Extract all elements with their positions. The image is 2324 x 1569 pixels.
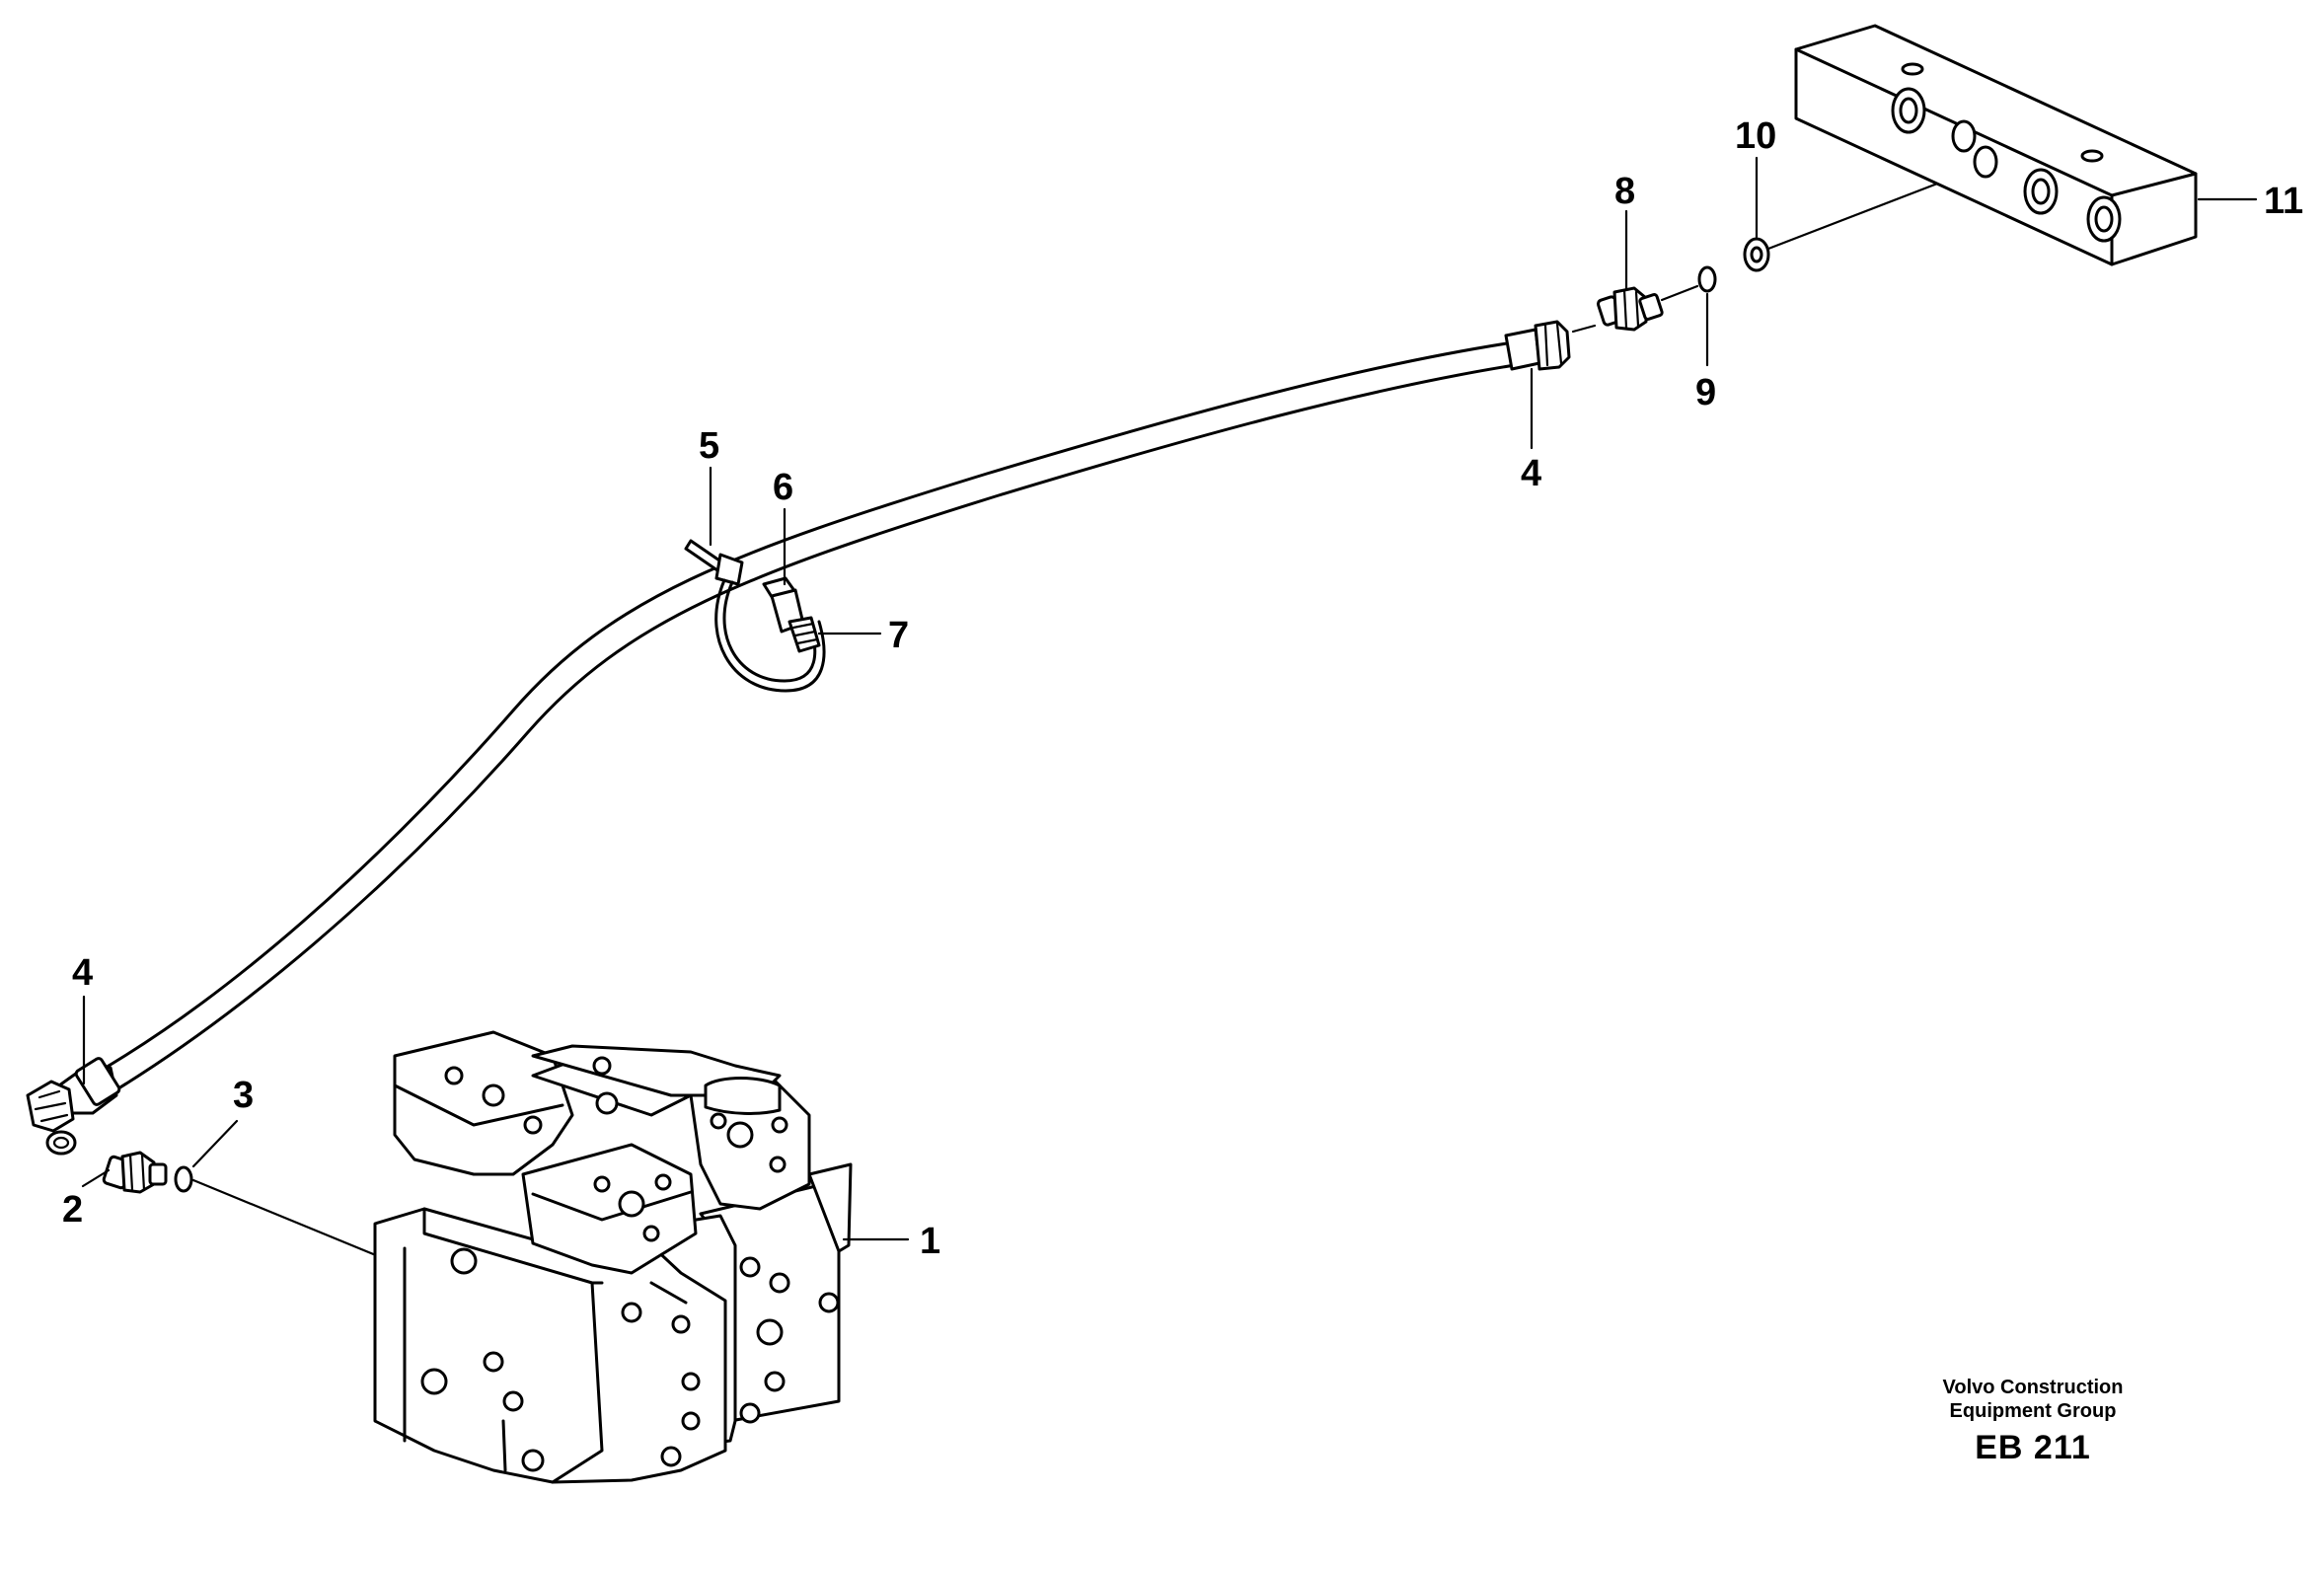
- publisher-name-line-1: Volvo Construction: [1942, 1377, 2124, 1398]
- callout-2: 2: [62, 1189, 83, 1231]
- cable-tie: [684, 539, 826, 693]
- callout-8: 8: [1614, 171, 1635, 212]
- callout-4-lower: 4: [72, 952, 93, 994]
- callout-labels: 1 2 3 4 4 5 6 7 8 9 10 11: [62, 115, 2303, 1262]
- callout-11: 11: [2264, 181, 2303, 222]
- distribution-manifold-block: [1794, 24, 2198, 266]
- hydraulic-hose: [97, 339, 1530, 1095]
- adapter-nipple-upper: [1596, 286, 1664, 332]
- publisher-name-line-2: Equipment Group: [1949, 1400, 2117, 1422]
- callout-10: 10: [1735, 115, 1776, 157]
- callout-9: 9: [1695, 372, 1716, 413]
- publisher-footer: Volvo Construction Equipment Group EB 21…: [1875, 1376, 2191, 1467]
- adapter-nipple-lower: [102, 1151, 168, 1194]
- control-valve-block: [373, 1030, 853, 1484]
- callout-6: 6: [773, 467, 793, 508]
- sealing-washer: [1743, 237, 1770, 272]
- hose-clamp: [762, 576, 821, 653]
- callout-3: 3: [233, 1075, 254, 1116]
- o-ring-upper: [1697, 265, 1717, 293]
- leader-lines: [81, 156, 2258, 1241]
- o-ring-lower: [174, 1165, 193, 1193]
- diagram-code: EB 211: [1975, 1429, 2091, 1466]
- callout-4-upper: 4: [1521, 453, 1541, 494]
- hose-end-fitting-lower: [26, 1057, 121, 1156]
- callout-5: 5: [699, 425, 719, 467]
- callout-1: 1: [920, 1221, 940, 1262]
- callout-7: 7: [888, 615, 909, 656]
- hose-end-fitting-upper: [1504, 320, 1571, 371]
